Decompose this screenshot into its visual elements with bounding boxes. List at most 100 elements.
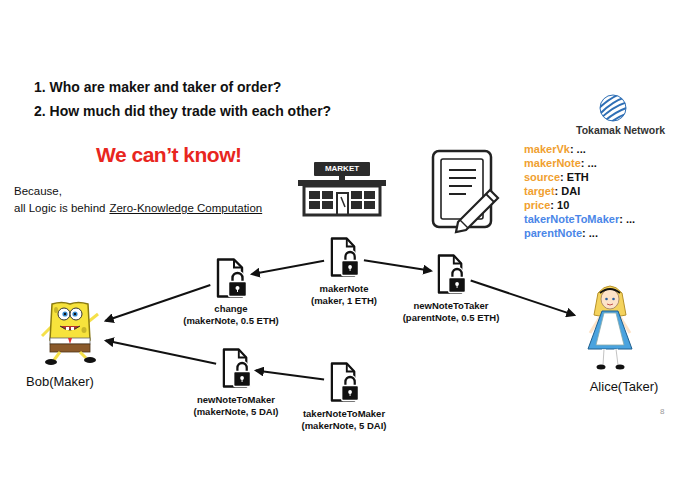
locked-note-part-part <box>456 284 458 288</box>
logo-stripe <box>594 91 628 113</box>
market-window <box>322 201 333 209</box>
market-wall <box>304 186 380 215</box>
locked-note-part <box>330 362 358 402</box>
text-line: takerNoteToMaker <box>303 408 385 419</box>
text-line: (makerNote, 5 DAI) <box>194 406 279 418</box>
field-value: : ... <box>570 143 586 155</box>
field-value: : ... <box>581 157 597 169</box>
locked-note-part-part <box>349 392 351 396</box>
maker-character-part-part <box>50 344 90 352</box>
maker-character-part-part <box>71 327 74 330</box>
market-window <box>322 191 333 199</box>
order-sheet-icon <box>433 151 498 232</box>
maker-character-part-part <box>70 308 82 320</box>
locked-note-part <box>222 348 250 388</box>
market-window <box>351 191 362 199</box>
taker-character-part-part <box>616 349 618 365</box>
pencil <box>456 190 498 232</box>
taker-character-part-part <box>597 365 606 370</box>
reason-text: all Logic is behind <box>14 202 105 215</box>
logo-text: Tokamak Network <box>576 124 665 136</box>
locked-note-part-part <box>234 372 251 387</box>
field-key: takerNoteToMaker <box>524 213 619 225</box>
field-key: parentNote <box>524 227 582 239</box>
taker-character-part-part <box>603 349 604 365</box>
maker-character-part-part <box>50 338 90 344</box>
text-line: (makerNote, 0.5 ETH) <box>183 315 279 327</box>
maker-character-part-part <box>66 327 69 330</box>
locked-note: change (makerNote, 0.5 ETH) <box>216 258 246 298</box>
market-sign <box>314 162 370 176</box>
field-key: makerNote <box>524 157 581 169</box>
reason-link: Zero-Knowledge Computation <box>109 202 262 215</box>
node-label: Bob(Maker) <box>26 374 94 389</box>
maker-character-part-part <box>80 352 86 358</box>
flow-arrow <box>256 371 324 380</box>
flow-arrow <box>252 261 324 274</box>
taker-character-part-part <box>607 304 613 305</box>
taker-character-part-part <box>600 289 620 293</box>
market-window <box>364 191 375 199</box>
taker-character-part-part <box>603 349 604 365</box>
node-label: newNoteToMaker (makerNote, 5 DAI) <box>194 394 279 418</box>
order-field: source: ETH <box>524 171 589 184</box>
maker-character-part-part <box>50 303 90 341</box>
question: 2. How much did they trade with each oth… <box>34 103 331 119</box>
locked-note-part-part <box>342 261 359 276</box>
sheet-border <box>433 151 491 227</box>
maker-character-part-part <box>62 311 67 316</box>
taker-character-part-part <box>616 349 618 365</box>
node-label: change (makerNote, 0.5 ETH) <box>183 303 279 327</box>
taker-character-part-part <box>588 311 632 349</box>
field-key: price <box>524 199 550 211</box>
field-value: : DAI <box>555 185 581 197</box>
locked-note-part <box>330 237 358 277</box>
headline: We can’t know! <box>96 143 241 167</box>
maker-character-part-part <box>68 338 72 344</box>
flow-arrow <box>471 281 575 316</box>
field-key: source <box>524 171 560 183</box>
field-value: : ETH <box>560 171 589 183</box>
maker-character-part-part <box>72 311 77 316</box>
locked-note-part-part <box>454 256 461 264</box>
flow-arrow <box>106 341 216 364</box>
locked-note-part-part <box>347 364 354 372</box>
locked-note-part-part <box>229 282 247 297</box>
node-label: Alice(Taker) <box>590 379 659 394</box>
maker-character-part-part <box>84 357 96 363</box>
market-door <box>337 193 348 215</box>
node-label: newNoteToTaker (parentNote, 0.5 ETH) <box>403 300 500 324</box>
locked-note: takerNoteToMaker (makerNote, 5 DAI) <box>330 362 358 402</box>
field-value: : ... <box>619 213 635 225</box>
text-line: (parentNote, 0.5 ETH) <box>403 312 500 324</box>
sign-post <box>339 176 345 180</box>
order-field: parentNote: ... <box>524 227 598 240</box>
flow-arrow <box>364 260 431 271</box>
door-glint <box>341 197 345 207</box>
node-label: takerNoteToMaker (makerNote, 5 DAI) <box>302 408 387 432</box>
order-field: takerNoteToMaker: ... <box>524 213 635 226</box>
taker-character-part <box>580 283 640 371</box>
order-field: makerNote: ... <box>524 157 597 170</box>
text-line: (makerNote, 5 DAI) <box>302 420 387 432</box>
text-line: change <box>214 303 247 314</box>
maker-character-part-part <box>64 313 66 315</box>
question: 1. Who are maker and taker of order? <box>34 79 281 95</box>
maker-character-part-part <box>54 307 58 313</box>
field-value: : ... <box>582 227 598 239</box>
locked-note-part-part <box>241 378 243 382</box>
market-window <box>351 201 362 209</box>
locked-note-part-part <box>449 278 466 293</box>
order-field: target: DAI <box>524 185 580 198</box>
maker-character-part-part <box>58 308 70 320</box>
taker-character: Alice(Taker) <box>580 283 640 371</box>
locked-note-part-part <box>349 267 351 271</box>
text-line: newNoteToTaker <box>413 300 488 311</box>
locked-note-part <box>216 258 246 298</box>
market-window <box>364 201 375 209</box>
locked-note: newNoteToTaker (parentNote, 0.5 ETH) <box>437 254 465 294</box>
locked-note: newNoteToMaker (makerNote, 5 DAI) <box>222 348 250 388</box>
maker-character-part-part <box>74 313 76 315</box>
